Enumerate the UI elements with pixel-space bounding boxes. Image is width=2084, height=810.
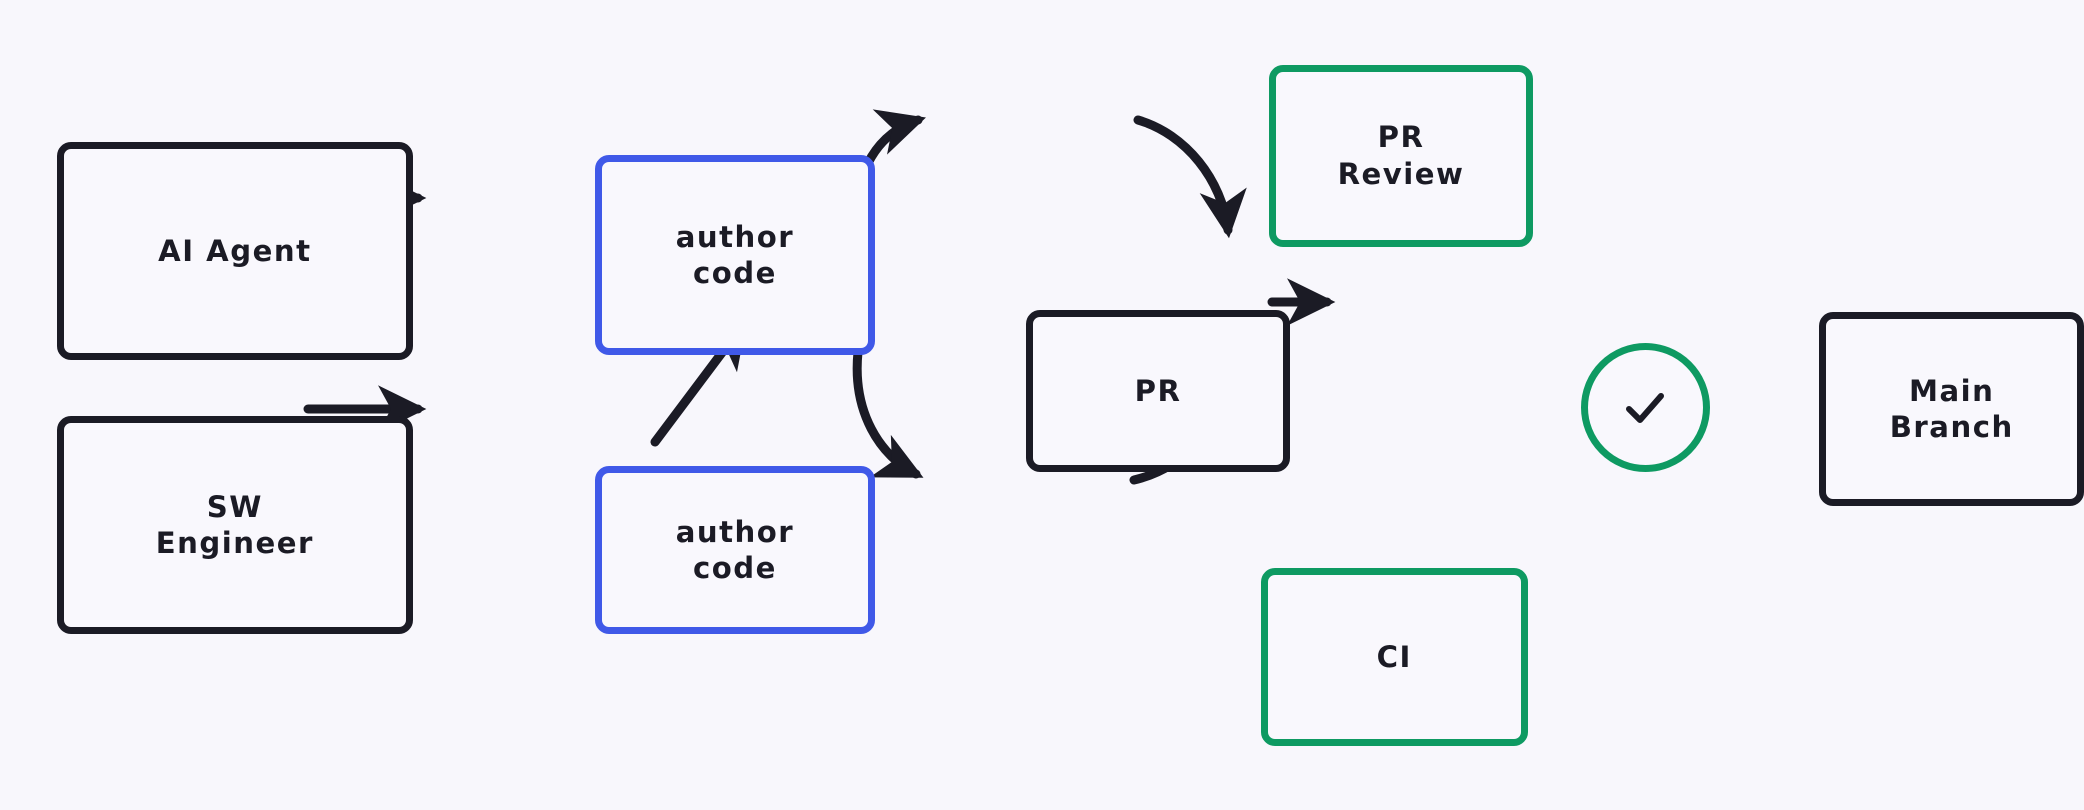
node-author-code-top[interactable]: author code [595, 155, 875, 355]
approved-check-node[interactable] [1580, 342, 1711, 473]
node-sw-engineer-label: SW Engineer [155, 489, 314, 561]
node-pr[interactable]: PR [1025, 310, 1291, 473]
node-main-branch-label: Main Branch [1889, 373, 2014, 444]
node-pr-label: PR [1134, 374, 1182, 409]
node-main-branch[interactable]: Main Branch [1819, 311, 2084, 507]
node-author-code-top-label: author code [675, 219, 795, 291]
node-sw-engineer[interactable]: SW Engineer [56, 415, 414, 635]
edge-pr-to-ci [852, 347, 924, 479]
edge-pr-review-to-check [1133, 115, 1247, 239]
node-ai-agent[interactable]: AI Agent [56, 141, 414, 361]
check-mark-icon [1626, 392, 1665, 423]
node-pr-review[interactable]: PR Review [1268, 64, 1534, 247]
node-ai-agent-label: AI Agent [158, 233, 312, 268]
node-author-code-bottom[interactable]: author code [595, 465, 875, 635]
node-ci-label: CI [1376, 640, 1412, 675]
node-author-code-bottom-label: author code [675, 514, 795, 585]
node-pr-review-label: PR Review [1337, 120, 1465, 191]
node-ci[interactable]: CI [1260, 568, 1528, 747]
